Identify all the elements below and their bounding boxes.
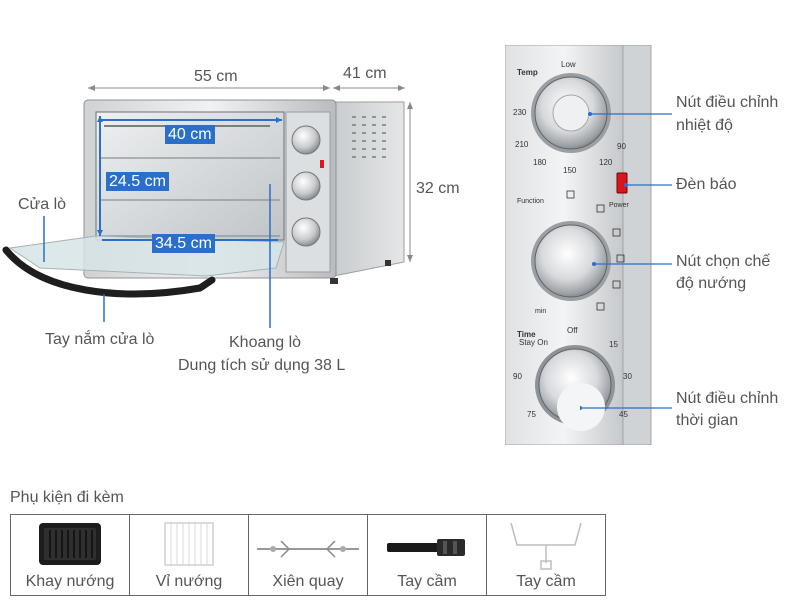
svg-text:180: 180 bbox=[533, 158, 547, 167]
svg-text:210: 210 bbox=[515, 140, 529, 149]
temp-callout-line1: Nút điều chỉnh bbox=[676, 94, 779, 111]
capacity-label: Dung tích sử dụng 38 L bbox=[178, 357, 346, 374]
width-label: 55 cm bbox=[194, 68, 238, 85]
accessory-label: Tay cầm bbox=[397, 573, 457, 590]
time-knob-unit: min bbox=[535, 308, 546, 315]
power-label: Power bbox=[609, 202, 630, 209]
depth-dimension bbox=[333, 85, 405, 91]
tray-handle-icon bbox=[387, 539, 465, 556]
cavity-label: Khoang lò bbox=[229, 334, 302, 351]
svg-text:45: 45 bbox=[619, 410, 628, 419]
accessory-rotisserie-spit: Xiên quay bbox=[249, 515, 368, 595]
temp-knob-title: Temp bbox=[517, 68, 538, 77]
baking-tray-icon bbox=[39, 523, 101, 565]
time-callout-line1: Nút điều chỉnh bbox=[676, 390, 779, 407]
svg-text:Low: Low bbox=[561, 60, 576, 69]
svg-text:30: 30 bbox=[623, 372, 632, 381]
temp-callout-line2: nhiệt độ bbox=[676, 117, 733, 134]
svg-text:150: 150 bbox=[563, 166, 577, 175]
svg-text:Off: Off bbox=[567, 326, 578, 335]
rotisserie-handle-icon bbox=[510, 522, 582, 570]
svg-text:120: 120 bbox=[599, 158, 613, 167]
accessories-table: Khay nướng Vỉ nướng Xiên quay bbox=[10, 514, 606, 596]
panel-callout-lines bbox=[580, 112, 672, 410]
function-callout-line1: Nút chọn chế bbox=[676, 253, 771, 270]
time-callout-line2: thời gian bbox=[676, 412, 739, 429]
oven-door-handle bbox=[2, 246, 216, 298]
oven-temp-knob bbox=[291, 125, 321, 155]
function-callout-line2: độ nướng bbox=[676, 275, 747, 292]
svg-text:15: 15 bbox=[609, 340, 618, 349]
svg-text:90: 90 bbox=[617, 142, 626, 151]
height-dimension bbox=[407, 102, 413, 262]
accessory-baking-tray: Khay nướng bbox=[11, 515, 130, 595]
power-callout: Đèn báo bbox=[676, 176, 737, 193]
time-knob-ticks: Off Stay On 15 30 45 75 90 bbox=[513, 326, 632, 419]
width-dimension bbox=[88, 85, 330, 91]
accessory-label: Tay cầm bbox=[516, 573, 576, 590]
function-mode-icons bbox=[566, 190, 625, 311]
oven-function-knob bbox=[291, 171, 321, 201]
function-knob-title: Function bbox=[517, 198, 544, 205]
accessories-title: Phụ kiện đi kèm bbox=[10, 489, 124, 506]
oven-side-panel bbox=[333, 101, 405, 277]
control-panel-closeup: Low 230 210 180 150 120 90 Temp Function… bbox=[505, 45, 652, 445]
accessory-tray-handle: Tay cầm bbox=[368, 515, 487, 595]
time-knob-title: Time bbox=[517, 330, 536, 339]
svg-text:230: 230 bbox=[513, 108, 527, 117]
oven-timer-knob bbox=[291, 217, 321, 247]
temp-knob bbox=[531, 73, 611, 153]
svg-text:75: 75 bbox=[527, 410, 536, 419]
interior-width-label: 40 cm bbox=[165, 125, 215, 144]
accessory-rotisserie-handle: Tay cầm bbox=[487, 515, 605, 595]
oven-power-light bbox=[320, 160, 324, 168]
power-indicator bbox=[616, 172, 628, 194]
oven-illustration bbox=[2, 85, 413, 328]
function-knob bbox=[531, 221, 611, 301]
accessory-label: Khay nướng bbox=[25, 573, 115, 590]
oven-foot bbox=[330, 278, 338, 284]
height-label: 32 cm bbox=[416, 180, 460, 197]
accessory-label: Xiên quay bbox=[272, 573, 344, 590]
interior-height-label: 24.5 cm bbox=[106, 172, 169, 191]
accessory-label: Vỉ nướng bbox=[155, 573, 223, 590]
handle-label: Tay nắm cửa lò bbox=[45, 331, 155, 348]
door-label: Cửa lò bbox=[18, 196, 67, 213]
side-vents bbox=[352, 116, 386, 158]
oven-door-glass bbox=[8, 235, 285, 277]
accessory-grill-rack: Vỉ nướng bbox=[130, 515, 249, 595]
svg-text:Stay On: Stay On bbox=[519, 338, 548, 347]
interior-depth-label: 34.5 cm bbox=[152, 234, 215, 253]
depth-label: 41 cm bbox=[343, 65, 387, 82]
rotisserie-spit-icon bbox=[257, 540, 359, 558]
temp-knob-ticks: Low 230 210 180 150 120 90 bbox=[513, 60, 626, 175]
svg-text:90: 90 bbox=[513, 372, 522, 381]
grill-rack-icon bbox=[164, 522, 214, 566]
oven-foot bbox=[385, 260, 391, 266]
